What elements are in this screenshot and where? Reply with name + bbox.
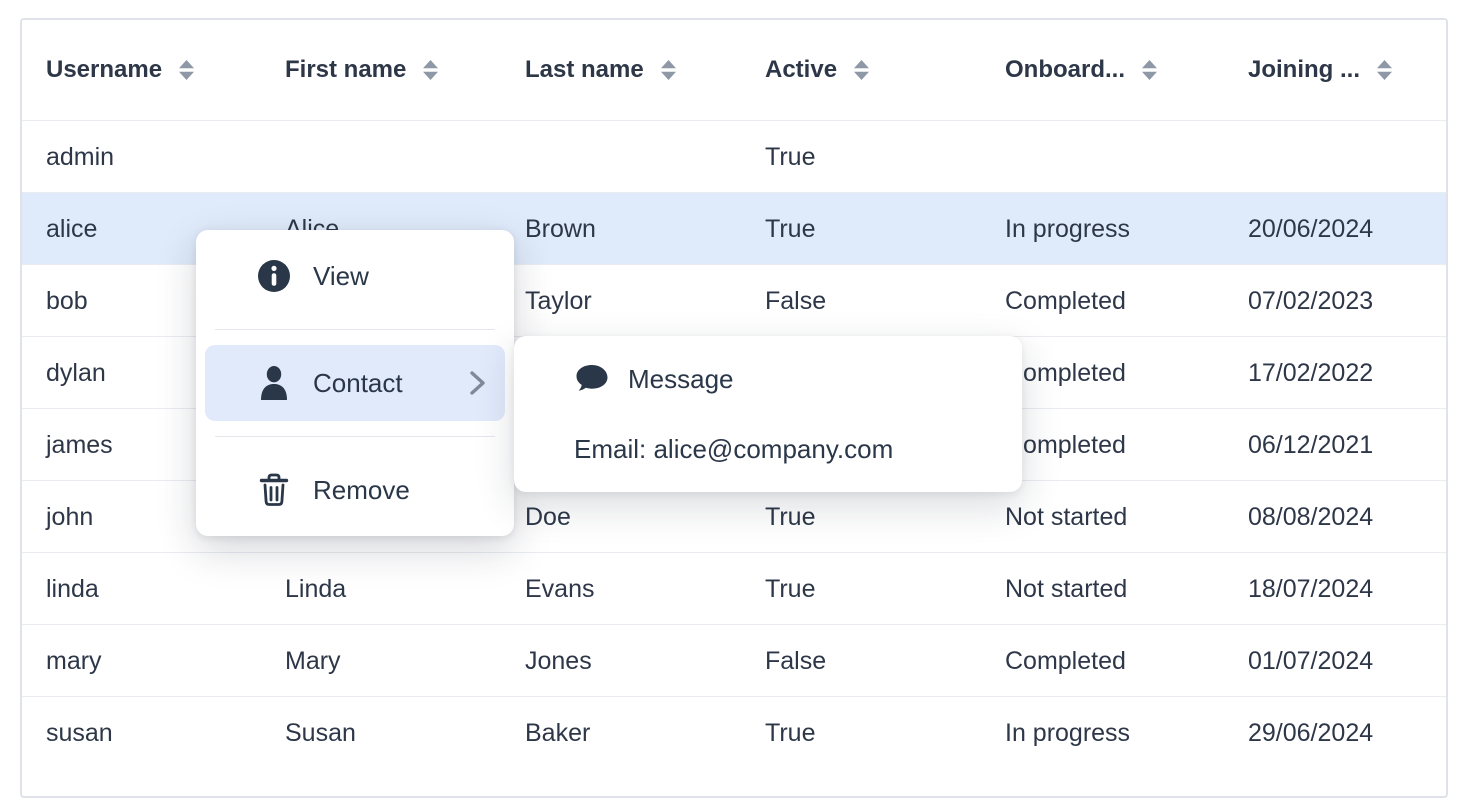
menu-item-contact[interactable]: Contact <box>205 345 505 421</box>
cell-onboarding: Completed <box>1005 358 1126 387</box>
cell-onboarding: Completed <box>1005 286 1126 315</box>
cell-first-name <box>285 121 515 193</box>
menu-item-remove[interactable]: Remove <box>205 452 505 528</box>
submenu-item-message[interactable]: Message <box>514 344 1022 414</box>
cell-username: admin <box>46 142 115 171</box>
cell-last-name <box>525 121 755 193</box>
speech-bubble-icon <box>574 363 610 395</box>
cell-last-name: Doe <box>525 502 571 531</box>
menu-item-view[interactable]: View <box>205 238 505 314</box>
cell-active: True <box>765 214 816 243</box>
cell-first-name: Linda <box>285 574 347 603</box>
cell-username: john <box>46 502 94 531</box>
cell-joining: 17/02/2022 <box>1248 358 1374 387</box>
cell-active: True <box>765 502 816 531</box>
column-header-username[interactable]: Username <box>46 20 276 120</box>
table-row-susan[interactable]: susan Susan Baker True In progress 29/06… <box>22 696 1446 768</box>
menu-divider <box>215 436 495 437</box>
cell-joining: 29/06/2024 <box>1248 718 1374 747</box>
cell-joining: 07/02/2023 <box>1248 286 1374 315</box>
cell-active: True <box>765 574 816 603</box>
table-row-john[interactable]: john Doe True Not started 08/08/2024 <box>22 480 1446 552</box>
cell-last-name: Evans <box>525 574 595 603</box>
cell-last-name: Baker <box>525 718 591 747</box>
column-header-label: First name <box>285 56 407 83</box>
cell-joining: 08/08/2024 <box>1248 502 1374 531</box>
cell-username: james <box>46 430 113 459</box>
cell-onboarding: In progress <box>1005 718 1131 747</box>
cell-joining: 01/07/2024 <box>1248 646 1374 675</box>
column-header-joining[interactable]: Joining ... <box>1248 20 1438 120</box>
cell-joining: 20/06/2024 <box>1248 214 1374 243</box>
menu-item-label: Contact <box>313 367 403 398</box>
trash-icon <box>257 473 291 507</box>
cell-onboarding: In progress <box>1005 214 1131 243</box>
table-row-admin[interactable]: admin True <box>22 120 1446 192</box>
cell-username: susan <box>46 718 113 747</box>
column-header-label: Username <box>46 56 163 83</box>
cell-onboarding <box>1005 121 1238 193</box>
column-header-first-name[interactable]: First name <box>285 20 515 120</box>
menu-item-label: View <box>313 260 369 291</box>
cell-first-name: Susan <box>285 718 356 747</box>
cell-active: False <box>765 286 827 315</box>
contact-submenu: Message Email: alice@company.com <box>514 336 1022 492</box>
cell-username: bob <box>46 286 88 315</box>
cell-username: dylan <box>46 358 106 387</box>
cell-last-name: Jones <box>525 646 592 675</box>
table-row-mary[interactable]: mary Mary Jones False Completed 01/07/20… <box>22 624 1446 696</box>
person-icon <box>257 366 291 400</box>
cell-onboarding: Completed <box>1005 430 1126 459</box>
column-header-last-name[interactable]: Last name <box>525 20 755 120</box>
context-menu: View Contact Remove <box>196 230 514 536</box>
data-table: Username First name Last name Active Onb… <box>20 18 1448 798</box>
cell-joining: 06/12/2021 <box>1248 430 1374 459</box>
cell-last-name: Taylor <box>525 286 592 315</box>
sort-icon[interactable] <box>422 59 439 81</box>
sort-icon[interactable] <box>178 59 195 81</box>
table-header-row: Username First name Last name Active Onb… <box>22 20 1446 120</box>
column-header-label: Active <box>765 56 838 83</box>
cell-onboarding: Completed <box>1005 646 1126 675</box>
cell-joining: 18/07/2024 <box>1248 574 1374 603</box>
column-header-label: Onboard... <box>1005 56 1125 83</box>
sort-icon[interactable] <box>853 59 870 81</box>
menu-divider <box>215 329 495 330</box>
chevron-right-icon <box>470 371 485 395</box>
cell-username: mary <box>46 646 102 675</box>
info-icon <box>257 259 291 293</box>
column-header-onboarding[interactable]: Onboard... <box>1005 20 1238 120</box>
cell-onboarding: Not started <box>1005 502 1128 531</box>
cell-first-name: Mary <box>285 646 341 675</box>
submenu-item-label: Email: alice@company.com <box>574 433 894 464</box>
cell-username: alice <box>46 214 98 243</box>
column-header-active[interactable]: Active <box>765 20 995 120</box>
cell-joining <box>1248 121 1438 193</box>
cell-last-name: Brown <box>525 214 596 243</box>
submenu-item-label: Message <box>628 363 734 394</box>
cell-active: True <box>765 718 816 747</box>
sort-icon[interactable] <box>1141 59 1158 81</box>
column-header-label: Last name <box>525 56 644 83</box>
column-header-label: Joining ... <box>1248 56 1360 83</box>
cell-username: linda <box>46 574 99 603</box>
submenu-item-email[interactable]: Email: alice@company.com <box>514 414 1022 484</box>
menu-item-label: Remove <box>313 474 410 505</box>
cell-onboarding: Not started <box>1005 574 1128 603</box>
sort-icon[interactable] <box>660 59 677 81</box>
cell-active: False <box>765 646 827 675</box>
cell-active: True <box>765 142 816 171</box>
table-row-linda[interactable]: linda Linda Evans True Not started 18/07… <box>22 552 1446 624</box>
sort-icon[interactable] <box>1376 59 1393 81</box>
